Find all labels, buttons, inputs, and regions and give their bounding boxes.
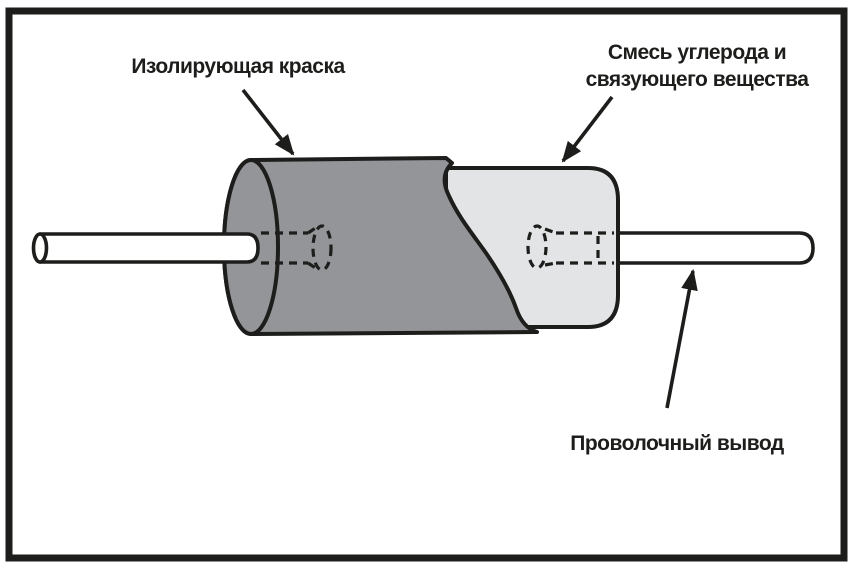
label-wire-lead: Проволочный вывод bbox=[570, 432, 784, 455]
right-wire-lead bbox=[558, 231, 815, 265]
left-embedded-wire-flare-bottom bbox=[307, 261, 318, 271]
label-carbon-mix-line1: Смесь углерода и bbox=[608, 41, 786, 64]
right-embedded-wire-flare-bottom bbox=[544, 261, 557, 267]
left-wire-end-cap bbox=[31, 232, 49, 264]
arrow-to-insulating-paint bbox=[241, 88, 295, 156]
left-embedded-wire-flare-top bbox=[307, 225, 318, 235]
label-insulating-paint: Изолирующая краска bbox=[131, 55, 345, 78]
right-embedded-wire-flare-top bbox=[544, 227, 557, 235]
diagram-frame bbox=[5, 7, 848, 562]
right-embedded-wire-dashed bbox=[526, 224, 614, 270]
left-embedded-wire-bell bbox=[311, 224, 333, 272]
left-wire-lead bbox=[38, 232, 260, 264]
right-embedded-wire-bell bbox=[526, 224, 548, 270]
label-carbon-mix-line2: связующего вещества bbox=[586, 68, 810, 91]
arrow-to-wire-lead bbox=[665, 268, 698, 409]
left-embedded-wire-dashed bbox=[261, 224, 333, 272]
arrow-to-carbon-mix bbox=[561, 95, 614, 163]
